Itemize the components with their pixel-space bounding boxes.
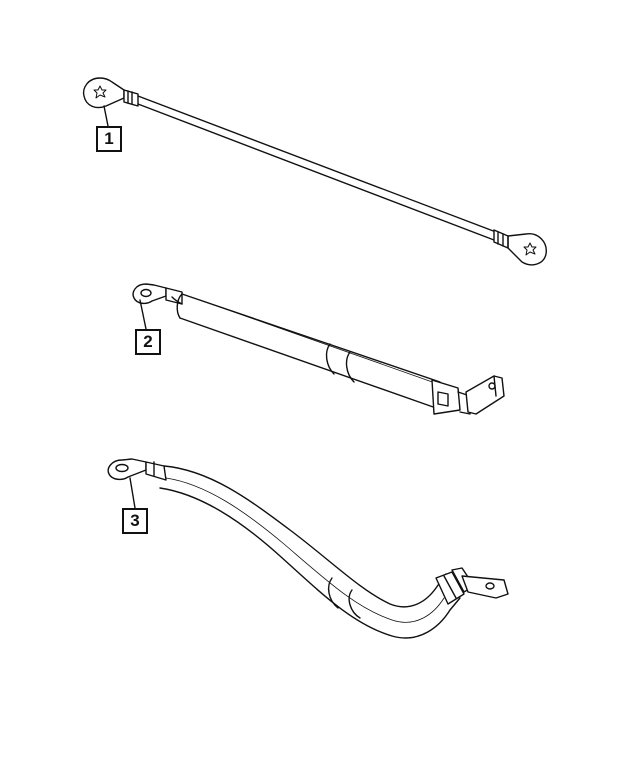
- callout-3-label: 3: [130, 511, 140, 530]
- callout-3: 3: [122, 508, 148, 534]
- ring-lug: [107, 458, 147, 481]
- right-star-hole: [523, 242, 537, 256]
- strap-body: [137, 95, 497, 233]
- battery-cable-part-3: [107, 458, 509, 639]
- right-ring-lug: [507, 233, 547, 266]
- battery-cable-part-2: [132, 283, 505, 415]
- mounting-bracket: [461, 575, 509, 599]
- callout-1-label: 1: [104, 129, 114, 148]
- callout-2-label: 2: [143, 332, 153, 351]
- ring-lug: [132, 283, 167, 305]
- left-ring-lug: [82, 77, 125, 109]
- callout-2: 2: [135, 329, 161, 355]
- callout-1: 1: [96, 126, 122, 152]
- cable-jacket: [163, 465, 447, 608]
- ground-strap-part-1: [82, 77, 547, 266]
- left-star-hole: [93, 85, 107, 99]
- mounting-bracket: [465, 375, 505, 415]
